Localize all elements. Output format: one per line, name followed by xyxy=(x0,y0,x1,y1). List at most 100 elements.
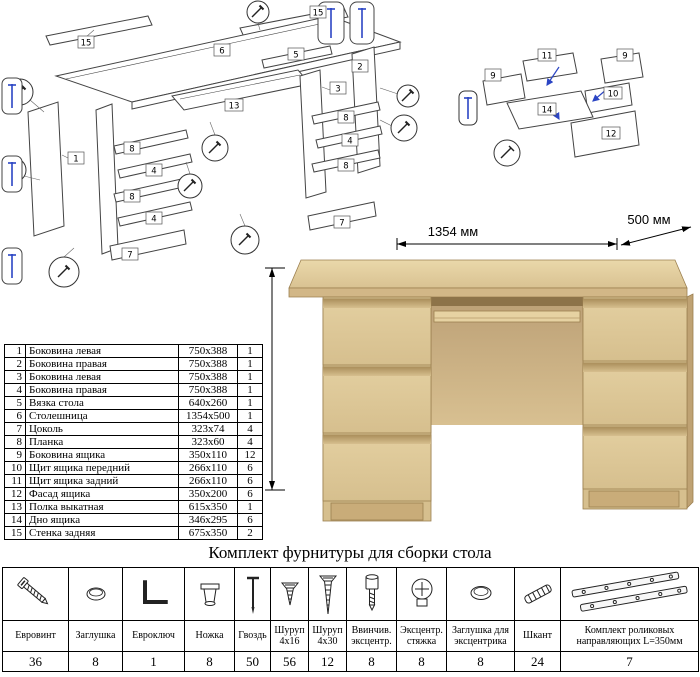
desk-render: 1354 мм 500 мм 766 мм xyxy=(249,212,694,522)
table-row: 12 Фасад ящика 350x200 6 xyxy=(4,487,263,501)
part-size: 266x110 xyxy=(178,461,238,475)
part-qty: 6 xyxy=(237,461,263,475)
part-qty: 1 xyxy=(237,383,263,397)
desk-body xyxy=(288,259,694,522)
part-qty: 4 xyxy=(237,435,263,449)
hardware-item-qty: 8 xyxy=(184,651,235,672)
threaded-cam-icon-cell xyxy=(346,567,397,621)
part-label: 14 xyxy=(542,106,553,116)
part-number: 8 xyxy=(4,435,26,449)
hardware-kit-title: Комплект фурнитуры для сборки стола xyxy=(208,543,492,562)
hex-key-icon-cell xyxy=(122,567,185,621)
hardware-item-label: Гвоздь xyxy=(234,620,271,652)
part-qty: 2 xyxy=(237,526,263,540)
hardware-icons-row xyxy=(2,567,699,621)
part-qty: 1 xyxy=(237,409,263,423)
part-label: 9 xyxy=(622,52,627,62)
right-pedestal xyxy=(582,296,688,510)
hardware-item-qty: 12 xyxy=(308,651,347,672)
part-name: Щит ящика задний xyxy=(25,474,179,488)
part-size: 350x200 xyxy=(178,487,238,501)
part-number: 4 xyxy=(4,383,26,397)
nail-icon-cell xyxy=(234,567,271,621)
part-label: 5 xyxy=(293,51,298,61)
hardware-item-qty: 8 xyxy=(396,651,447,672)
hardware-item-label: Эксцентр. стяжка xyxy=(396,620,447,652)
desk-right-side xyxy=(686,293,694,509)
cam-lock-icon xyxy=(411,578,432,607)
hardware-item-label: Шкант xyxy=(514,620,561,652)
part-qty: 1 xyxy=(237,396,263,410)
part-number: 6 xyxy=(4,409,26,423)
part-number: 2 xyxy=(4,357,26,371)
part-size: 675x350 xyxy=(178,526,238,540)
part-name: Планка xyxy=(25,435,179,449)
left-pedestal xyxy=(322,296,432,522)
screw-4x16-icon-cell xyxy=(270,567,309,621)
cam-cover-icon xyxy=(470,586,491,600)
part-name: Боковина ящика xyxy=(25,448,179,462)
table-row: 3 Боковина левая 750x388 1 xyxy=(4,370,263,384)
part-size: 750x388 xyxy=(178,344,238,358)
plinth xyxy=(588,490,680,508)
part-qty: 6 xyxy=(237,474,263,488)
hardware-item-label: Заглушка xyxy=(68,620,123,652)
part-size: 750x388 xyxy=(178,383,238,397)
part-qty: 6 xyxy=(237,513,263,527)
part-qty: 4 xyxy=(237,422,263,436)
part-number: 7 xyxy=(4,422,26,436)
parts-list-table: 1 Боковина левая 750x388 1 2 Боковина пр… xyxy=(4,344,263,540)
hardware-item-qty: 36 xyxy=(2,651,69,672)
euro-screw-icon-cell xyxy=(2,567,69,621)
part-name: Боковина правая xyxy=(25,383,179,397)
part-label: 7 xyxy=(127,251,132,261)
back-panel-left xyxy=(45,15,153,46)
dowel-icon xyxy=(523,584,552,604)
drawer-front xyxy=(582,426,688,490)
screw-4x30-icon xyxy=(318,575,337,615)
table-row: 11 Щит ящика задний 266x110 6 xyxy=(4,474,263,488)
part-name: Вязка стола xyxy=(25,396,179,410)
hardware-item-label: Шуруп 4х16 xyxy=(270,620,309,652)
depth-dimension-label: 500 мм xyxy=(627,212,670,227)
part-size: 640x260 xyxy=(178,396,238,410)
drawer-front xyxy=(322,366,432,434)
hardware-item-label: Евроключ xyxy=(122,620,185,652)
table-row: 1 Боковина левая 750x388 1 xyxy=(4,344,263,358)
desk-top xyxy=(288,259,688,289)
roller-guides-icon xyxy=(571,571,688,612)
part-size: 346x295 xyxy=(178,513,238,527)
part-number: 5 xyxy=(4,396,26,410)
part-size: 323x60 xyxy=(178,435,238,449)
part-label: 13 xyxy=(229,102,240,112)
plinth xyxy=(330,502,424,521)
width-dimension-label: 1354 мм xyxy=(428,224,478,239)
leg-icon-cell xyxy=(184,567,235,621)
part-size: 615x350 xyxy=(178,500,238,514)
hex-key-icon xyxy=(142,580,168,604)
part-qty: 1 xyxy=(237,344,263,358)
part-number: 10 xyxy=(4,461,26,475)
part-label: 8 xyxy=(129,193,134,203)
part-label: 15 xyxy=(81,39,92,49)
table-row: 10 Щит ящика передний 266x110 6 xyxy=(4,461,263,475)
part-label: 8 xyxy=(129,145,134,155)
desk-exploded-diagram: 15 6 15 1 8 4 8 4 7 13 2 3 8 4 8 7 5 xyxy=(1,0,420,288)
hardware-item-label: Ножка xyxy=(184,620,235,652)
part-label: 6 xyxy=(219,47,224,57)
drawer-front xyxy=(322,434,432,502)
part-qty: 1 xyxy=(237,370,263,384)
screw-4x30-icon-cell xyxy=(308,567,347,621)
part-size: 750x388 xyxy=(178,357,238,371)
part-label: 3 xyxy=(335,85,340,95)
part-qty: 1 xyxy=(237,357,263,371)
hardware-item-label: Комплект роликовых направляющих L=350мм xyxy=(560,620,699,652)
hardware-item-label: Заглушка для эксцентрика xyxy=(446,620,515,652)
part-label: 4 xyxy=(151,215,156,225)
table-row: 13 Полка выкатная 615x350 1 xyxy=(4,500,263,514)
part-label: 9 xyxy=(490,72,495,82)
part-size: 1354x500 xyxy=(178,409,238,423)
hardware-item-qty: 8 xyxy=(346,651,397,672)
